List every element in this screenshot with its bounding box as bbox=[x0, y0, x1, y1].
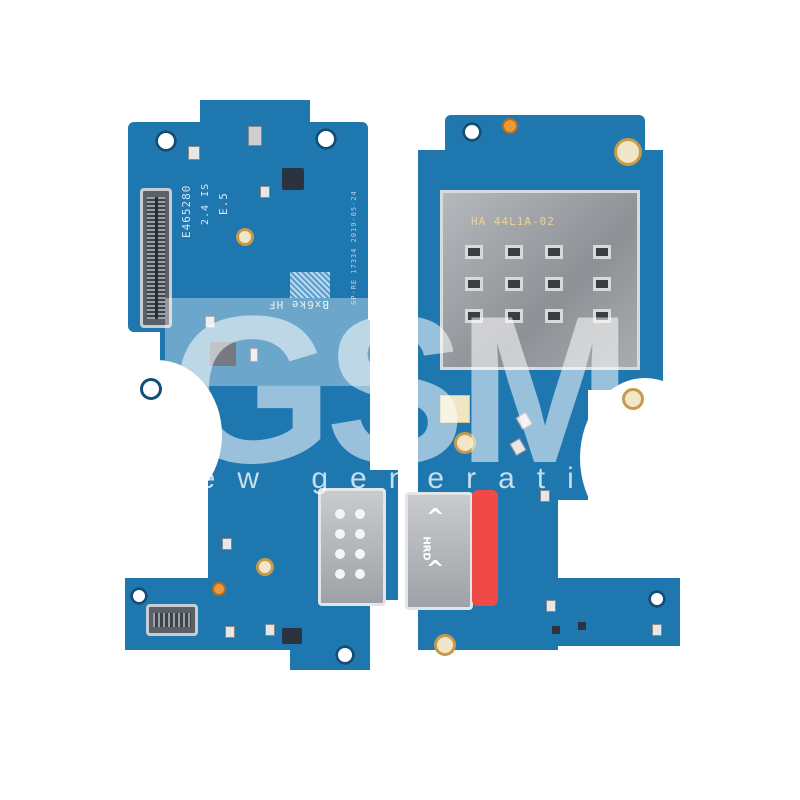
watermark-tagline: new generation bbox=[160, 462, 674, 495]
small-flex-connector bbox=[146, 604, 198, 636]
test-pad bbox=[212, 582, 226, 596]
mount-hole bbox=[140, 378, 162, 400]
microphone-pad bbox=[440, 395, 470, 423]
board-to-board-connector bbox=[140, 188, 172, 328]
ground-pad bbox=[614, 138, 642, 166]
mount-hole bbox=[648, 590, 666, 608]
ic-chip bbox=[282, 628, 302, 644]
mount-hole bbox=[335, 645, 355, 665]
ic-chip bbox=[210, 342, 236, 366]
ic-chip bbox=[282, 168, 304, 190]
part-number-label: E465280 bbox=[180, 184, 193, 238]
ground-pad bbox=[454, 432, 476, 454]
mount-hole bbox=[155, 130, 177, 152]
antenna-coax-connector bbox=[236, 228, 254, 246]
antenna-coax-connector bbox=[256, 558, 274, 576]
antenna-coax-connector bbox=[434, 634, 456, 656]
ground-pad bbox=[622, 388, 644, 410]
code-label: 2.4 IS bbox=[200, 182, 211, 225]
usb-c-port-left bbox=[318, 488, 386, 606]
sim-tray-marking: HA 44L1A-02 bbox=[471, 215, 555, 228]
mount-hole bbox=[315, 128, 337, 150]
qr-code bbox=[290, 272, 330, 298]
red-pull-tab bbox=[472, 490, 498, 606]
sim-card-reader: HA 44L1A-02 bbox=[440, 190, 640, 370]
mount-hole bbox=[462, 122, 482, 142]
usb-c-port-right: ^ HRD ^ bbox=[405, 492, 473, 610]
watermark-logo: GSM bbox=[170, 272, 632, 507]
mount-hole bbox=[130, 587, 148, 605]
test-pad bbox=[502, 118, 518, 134]
revision-label: E.5 bbox=[217, 192, 230, 215]
